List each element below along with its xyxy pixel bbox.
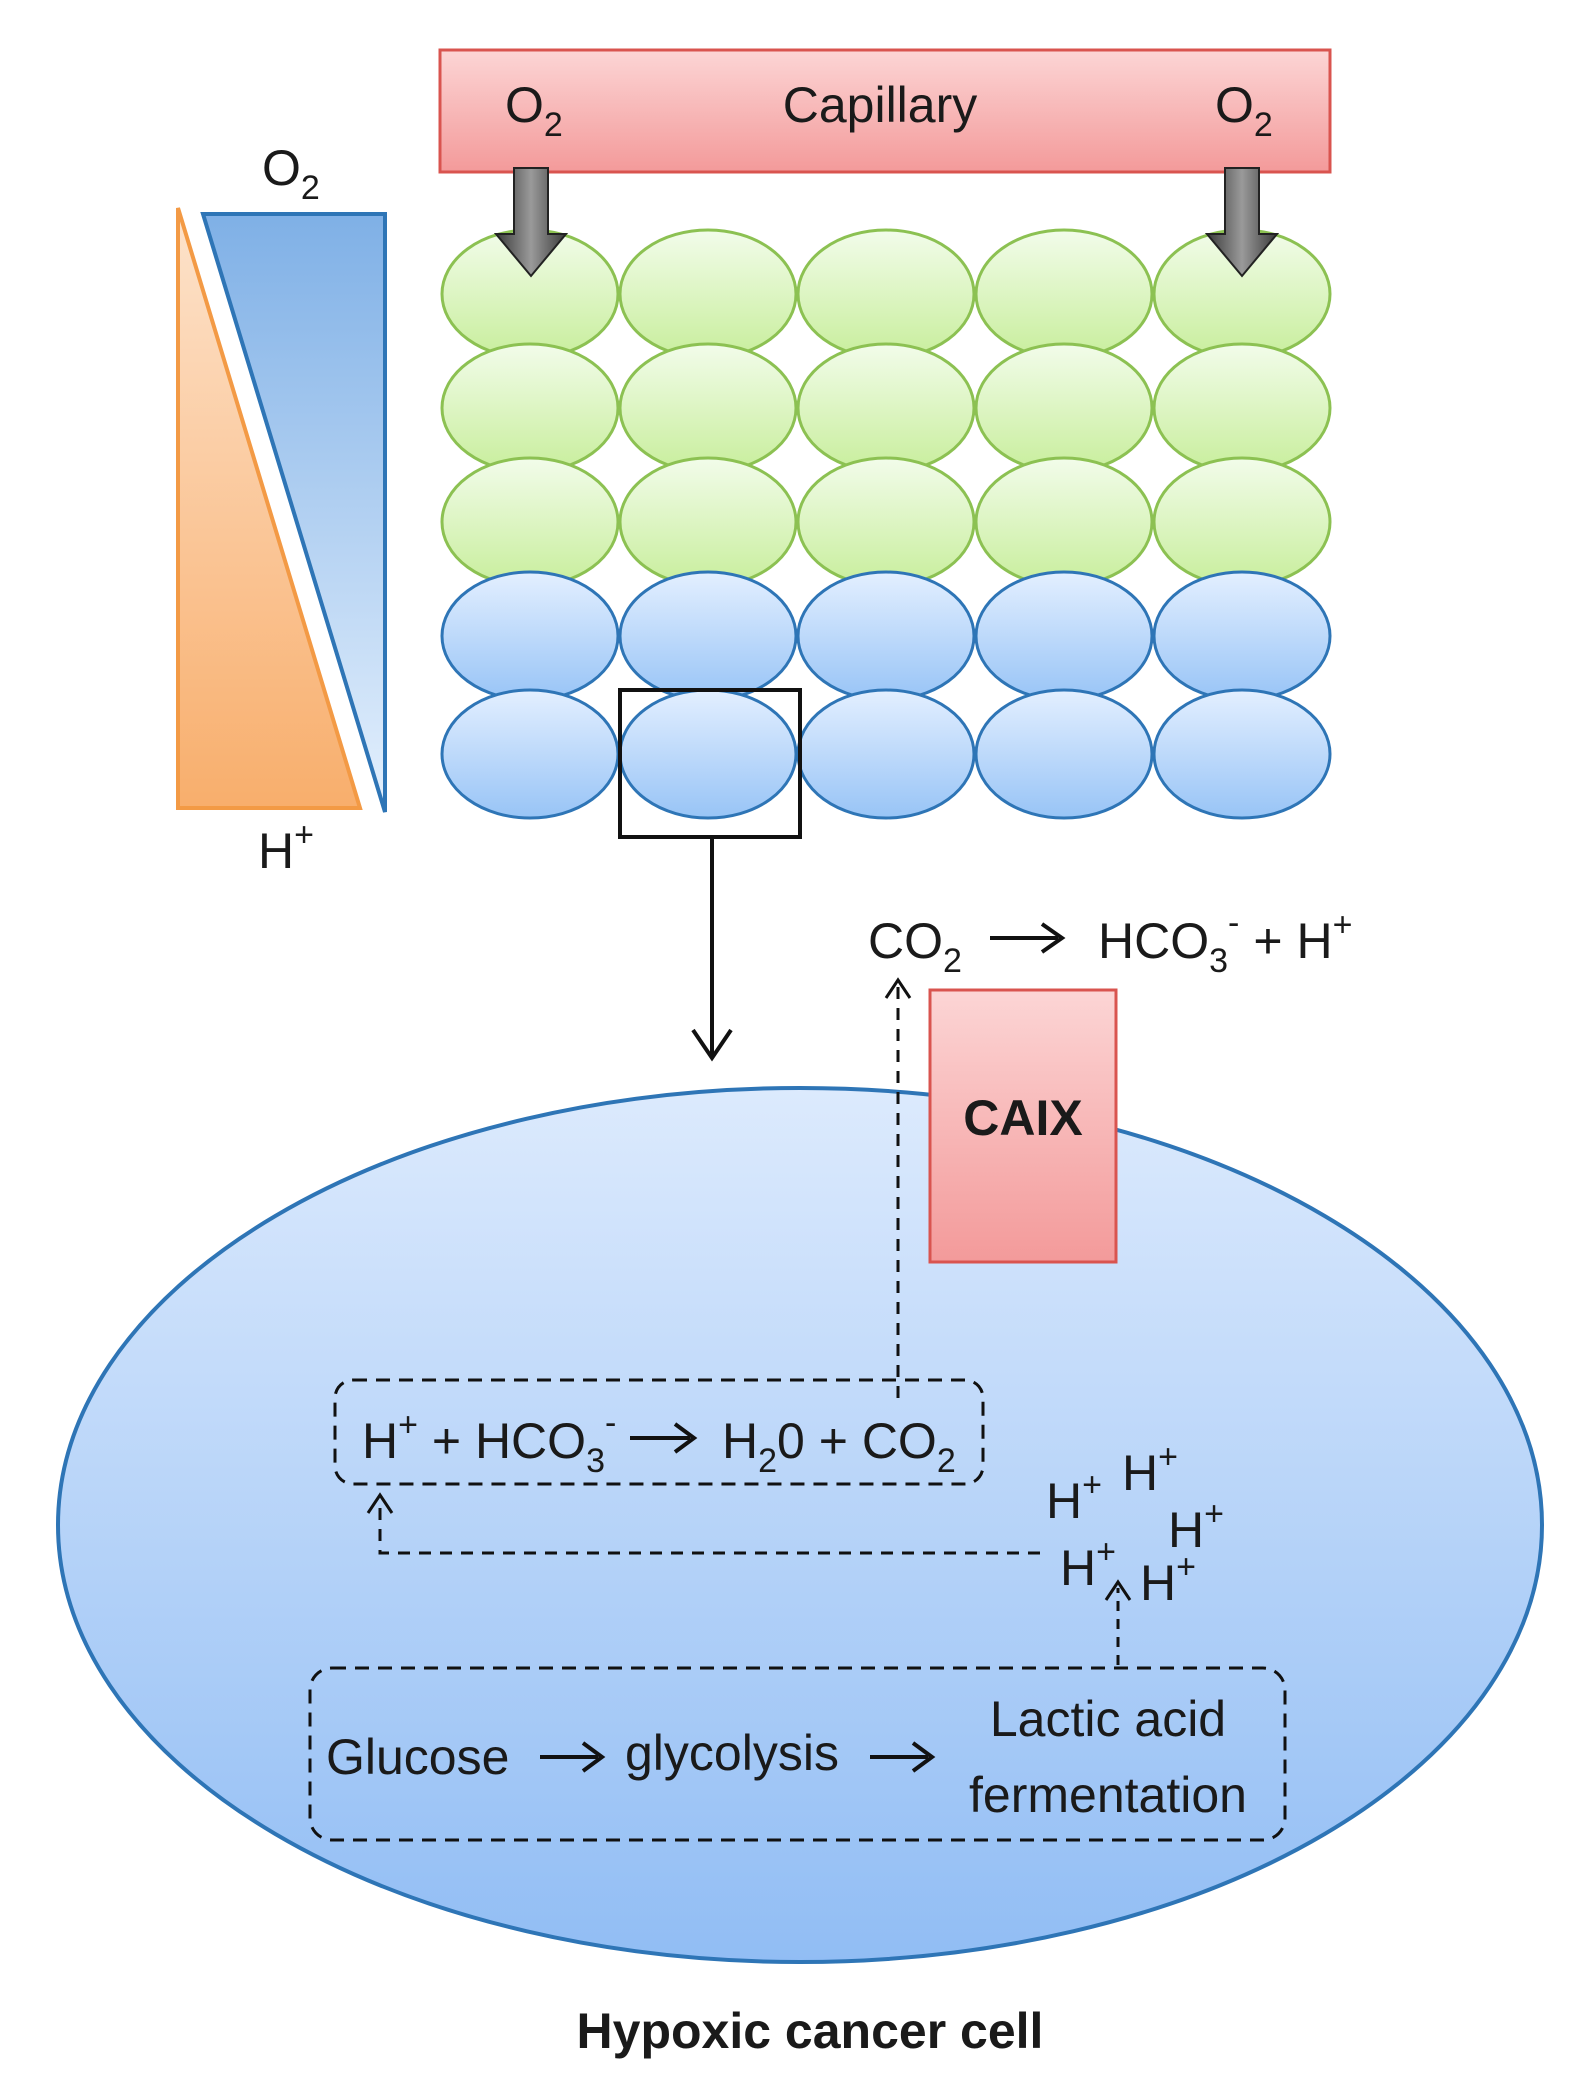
proton-2: H+	[1122, 1438, 1178, 1501]
oxygenated-tissue-cell	[974, 228, 1154, 360]
caix-box	[928, 988, 1118, 1264]
capillary-bar	[438, 48, 1332, 174]
extracellular-products: HCO3-+ H+	[1098, 904, 1352, 980]
caix-label: CAIX	[963, 1090, 1082, 1146]
proton-1: H+	[1046, 1466, 1102, 1529]
oxygenated-tissue-cell	[440, 456, 620, 588]
intracellular-reaction-arrow	[630, 1422, 698, 1454]
hypoxic-cancer-cell	[56, 1086, 1544, 1964]
oxygenated-tissue-cell	[618, 456, 798, 588]
hypoxic-tissue-cell	[1152, 688, 1332, 820]
hypoxic-tissue-cell	[796, 570, 976, 702]
hypoxic-tissue-cell	[618, 688, 798, 820]
oxygenated-tissue-cell	[796, 342, 976, 474]
hypoxic-tissue-cell	[440, 570, 620, 702]
oxygenated-tissue-cell	[974, 342, 1154, 474]
oxygenated-tissue-cell	[618, 228, 798, 360]
proton-return-arrow	[366, 1492, 1040, 1555]
fermentation-label: fermentation	[969, 1767, 1247, 1823]
capillary: Capillary O2 O2	[438, 48, 1332, 174]
intracellular-reaction: H+ + HCO3-	[362, 1404, 616, 1480]
gradient-h-label: H+	[258, 816, 314, 879]
glucose-label: Glucose	[326, 1729, 509, 1785]
oxygenated-tissue-cell	[974, 456, 1154, 588]
oxygen-arrow-right	[1204, 167, 1280, 278]
oxygenated-tissue-cell	[1152, 456, 1332, 588]
gradient-o2-label: O2	[262, 140, 320, 207]
extracellular-reaction: CO2	[868, 913, 962, 980]
lactic-acid-label: Lactic acid	[990, 1691, 1226, 1747]
hypoxic-tissue-cell	[440, 688, 620, 820]
cell-caption: Hypoxic cancer cell	[577, 2003, 1044, 2059]
metabolic-pathway-box	[308, 1666, 1287, 1842]
extracellular-reaction-arrow	[990, 922, 1066, 954]
gradient-indicator: O2 H+	[176, 140, 387, 879]
intracellular-products: H20 + CO2	[722, 1413, 956, 1480]
capillary-label: Capillary	[783, 77, 978, 133]
oxygenated-tissue-cell	[440, 342, 620, 474]
pathway-arrow-2	[870, 1741, 936, 1773]
pathway-arrow-1	[540, 1741, 606, 1773]
proton-production-arrow	[1104, 1579, 1132, 1665]
h-gradient-triangle	[176, 207, 363, 810]
oxygenated-tissue-cell	[1152, 342, 1332, 474]
proton-cluster: H+ H+ H+ H+ H+	[1046, 1438, 1224, 1611]
hypoxic-tissue-cell	[974, 688, 1154, 820]
hypoxic-tissue-cell	[974, 570, 1154, 702]
oxygenated-tissue-cell	[618, 342, 798, 474]
proton-5: H+	[1140, 1548, 1196, 1611]
glycolysis-label: glycolysis	[625, 1725, 839, 1781]
tissue-cell-grid	[440, 228, 1332, 820]
capillary-o2-left: O2	[505, 77, 563, 144]
co2-export-arrow	[884, 977, 912, 1398]
capillary-o2-right: O2	[1215, 77, 1273, 144]
caix-enzyme: CAIX	[928, 988, 1118, 1264]
oxygenated-tissue-cell	[796, 456, 976, 588]
hypoxic-tissue-cell	[618, 570, 798, 702]
oxygenated-tissue-cell	[796, 228, 976, 360]
proton-3: H+	[1168, 1495, 1224, 1558]
o2-gradient-triangle	[200, 212, 387, 813]
oxygen-arrow-left	[493, 167, 569, 278]
hypoxic-tissue-cell	[1152, 570, 1332, 702]
hypoxic-tissue-cell	[796, 688, 976, 820]
proton-4: H+	[1060, 1533, 1116, 1596]
intracellular-reaction-box	[333, 1378, 985, 1486]
